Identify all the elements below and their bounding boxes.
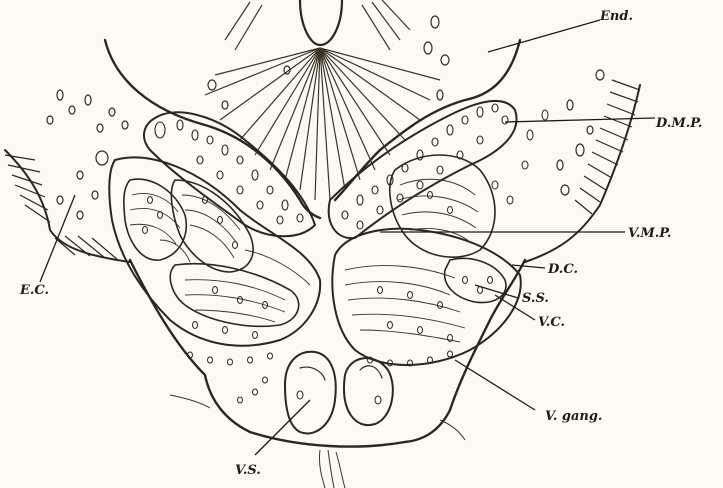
label-ec: E.C. [19,283,49,298]
dmp-nuclei [155,104,508,229]
label-dc: D.C. [547,262,578,277]
ventral-outline [130,260,525,447]
right-ventral-striations [345,179,478,342]
radiating-fibres [205,0,440,200]
label-vc: V.C. [538,315,565,330]
labels: End. D.M.P. V.M.P. D.C. S.S. V.C. V. gan… [19,9,702,478]
label-end: End. [599,9,633,24]
right-hatched-wall [525,80,640,262]
label-vmp: V.M.P. [628,226,671,241]
label-vgang: V. gang. [545,409,602,424]
dorsal-nuclei [47,16,604,219]
central-canal [300,0,342,45]
left-ventral-striations [130,194,310,322]
label-vs: V.S. [235,463,261,478]
ventral-vessels [285,352,393,434]
label-dmp: D.M.P. [655,116,702,131]
label-ss: S.S. [522,291,549,306]
left-ventral-mass [109,157,320,345]
ventral-ganglion-band [188,351,453,403]
ventral-nuclei [143,110,549,342]
bottom-fibres [170,395,465,488]
